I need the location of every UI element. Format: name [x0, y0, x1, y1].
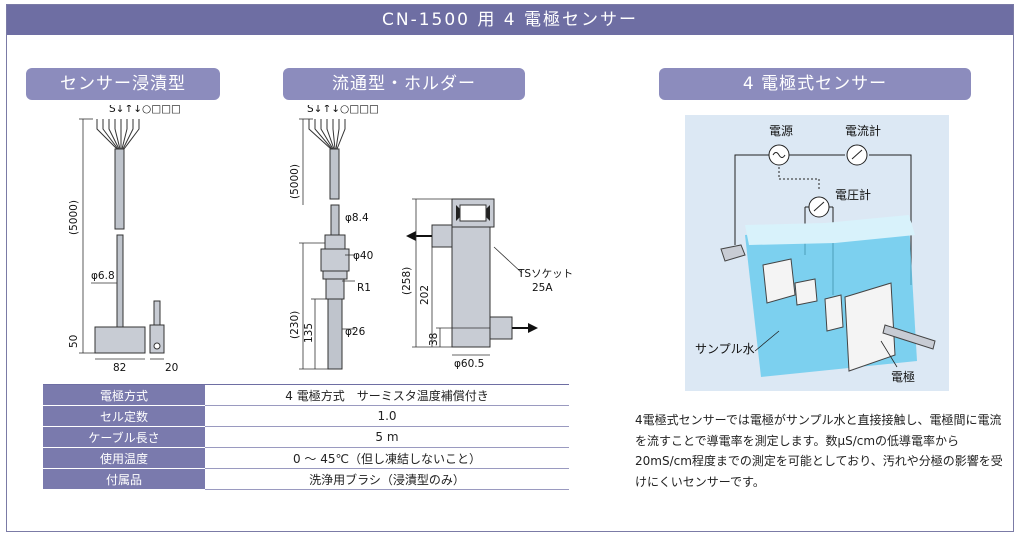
electrode-label: 電極: [891, 369, 915, 384]
ammeter-label: 電流計: [845, 123, 881, 138]
flow-tip-diameter: φ26: [345, 326, 366, 338]
page-frame: CN-1500 用 4 電極センサー センサー浸漬型 流通型・ホルダー 4 電極…: [6, 4, 1014, 532]
flow-cable-length: (5000): [289, 164, 301, 199]
spec-value: 0 〜 45℃（但し凍結しないこと）: [205, 447, 569, 469]
spec-key: 使用温度: [43, 447, 205, 469]
immersion-diameter: φ6.8: [91, 270, 115, 282]
flow-sensor-drawing: S↓↑↓○□□□ (5000) φ8.4 φ40 R1 (230) 135 φ2…: [289, 105, 379, 370]
spec-key: ケーブル長さ: [43, 426, 205, 448]
description-text: 4電極式センサーでは電極がサンプル水と直接接触し、電極間に電流を流すことで導電率…: [635, 413, 1003, 489]
holder-height: (258): [401, 267, 413, 295]
holder-diameter: φ60.5: [454, 358, 484, 370]
spec-value: 5 m: [205, 426, 569, 448]
four-electrode-diagram: 電源 電流計 電圧計 サンプル水 電極: [685, 115, 949, 391]
spec-key: セル定数: [43, 405, 205, 427]
immersion-height: 50: [68, 335, 80, 348]
spec-value: 4 電極方式 サーミスタ温度補償付き: [205, 384, 569, 406]
voltmeter-label: 電圧計: [835, 187, 871, 202]
flow-thread: R1: [357, 282, 371, 294]
flow-insert-length: 135: [303, 323, 315, 343]
flow-body-diameter: φ40: [353, 250, 373, 262]
flow-wire-labels: S↓↑↓○□□□: [307, 105, 379, 115]
sample-water-label: サンプル水: [695, 342, 755, 356]
spec-key: 電極方式: [43, 384, 205, 406]
table-row: 付属品洗浄用ブラシ（浸漬型のみ）: [43, 468, 569, 490]
power-label: 電源: [769, 124, 793, 138]
holder-drawing: (258) 202 38 φ60.5 TSソケット 25A: [401, 198, 573, 370]
section-header-immersion: センサー浸漬型: [26, 68, 220, 100]
wire-labels: S↓↑↓○□□□: [109, 105, 181, 115]
immersion-cable-length: (5000): [68, 200, 80, 235]
flow-cable-diameter: φ8.4: [345, 212, 369, 224]
immersion-brush-width: 20: [165, 362, 178, 374]
spec-value: 1.0: [205, 405, 569, 427]
immersion-width: 82: [113, 362, 126, 374]
immersion-sensor-drawing: S↓↑↓○□□□ (5000) φ6.8 50 82 20: [68, 105, 181, 374]
page-title: CN-1500 用 4 電極センサー: [7, 5, 1013, 35]
section-header-four-electrode: 4 電極式センサー: [659, 68, 971, 100]
section-header-flow: 流通型・ホルダー: [283, 68, 525, 100]
holder-inlet-height: 202: [419, 285, 431, 305]
spec-value: 洗浄用ブラシ（浸漬型のみ）: [205, 468, 569, 490]
flow-total-length: (230): [289, 311, 301, 339]
holder-socket-label: TSソケット: [517, 268, 573, 280]
holder-socket-size: 25A: [532, 282, 553, 294]
spec-key: 付属品: [43, 468, 205, 490]
holder-outlet-height: 38: [428, 333, 440, 346]
